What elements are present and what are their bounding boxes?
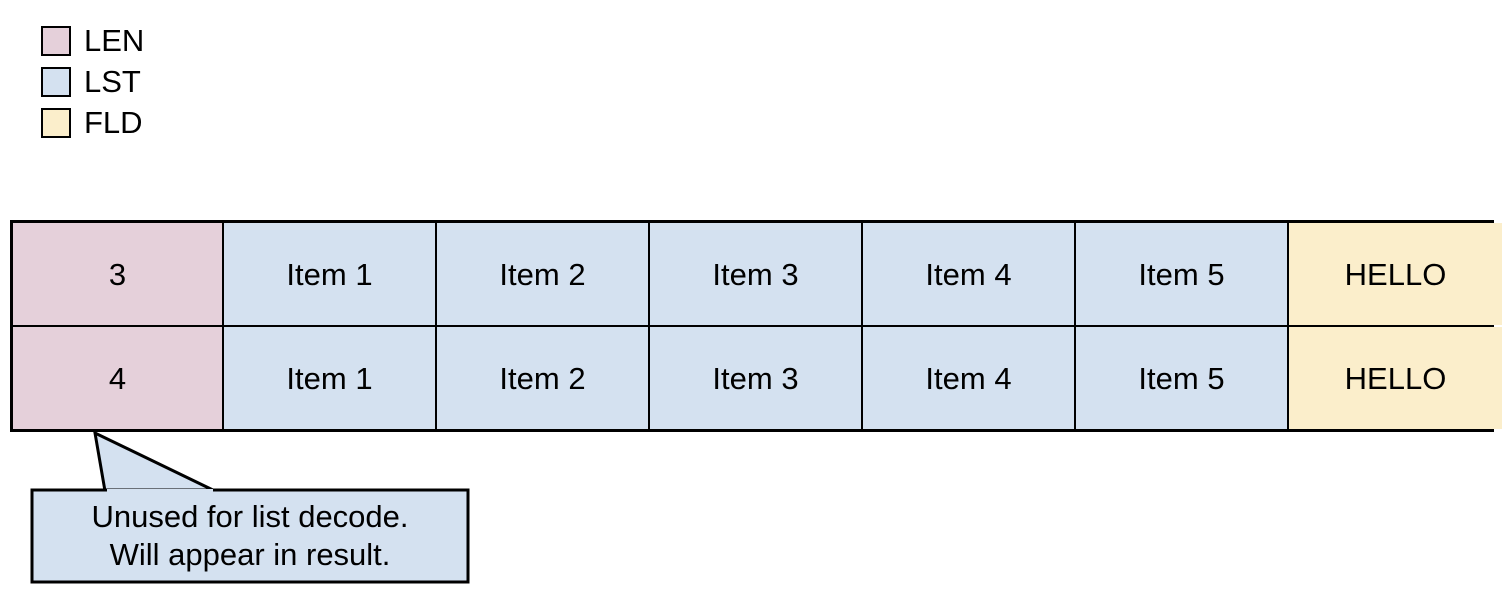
list-cell-row-2-item-1: Item 1 — [224, 327, 437, 429]
len-cell-row-1: 3 — [13, 223, 224, 325]
len-cell-row-2: 4 — [13, 327, 224, 429]
callout-line-1: Unused for list decode. — [91, 499, 409, 534]
field-cell-row-1: HELLO — [1289, 223, 1502, 325]
list-cell-row-1-item-3: Item 3 — [650, 223, 863, 325]
field-cell-row-2: HELLO — [1289, 327, 1502, 429]
list-cell-row-1-item-5: Item 5 — [1076, 223, 1289, 325]
callout-line-2: Will appear in result. — [109, 537, 391, 572]
legend-swatch-fld — [41, 107, 71, 138]
record-table: 3 Item 1 Item 2 Item 3 Item 4 Item 5 HEL… — [10, 220, 1502, 432]
list-cell-row-2-item-3: Item 3 — [650, 327, 863, 429]
legend-label-lst: LST — [84, 64, 141, 99]
legend-swatch-len — [41, 25, 71, 56]
legend-swatch-lst — [41, 66, 71, 97]
list-cell-row-2-item-5: Item 5 — [1076, 327, 1289, 429]
table-row: 4 Item 1 Item 2 Item 3 Item 4 Item 5 HEL… — [13, 327, 1502, 429]
legend-item-fld: FLD — [41, 102, 144, 143]
list-cell-row-1-item-2: Item 2 — [437, 223, 650, 325]
list-cell-row-1-item-1: Item 1 — [224, 223, 437, 325]
table-row: 3 Item 1 Item 2 Item 3 Item 4 Item 5 HEL… — [13, 223, 1502, 327]
legend-item-lst: LST — [41, 61, 144, 102]
list-cell-row-2-item-2: Item 2 — [437, 327, 650, 429]
list-cell-row-1-item-4: Item 4 — [863, 223, 1076, 325]
list-cell-row-2-item-4: Item 4 — [863, 327, 1076, 429]
legend-label-fld: FLD — [84, 105, 143, 140]
legend-label-len: LEN — [84, 23, 145, 58]
callout-text: Unused for list decode. Will appear in r… — [32, 490, 468, 582]
callout-tail — [93, 430, 216, 493]
legend: LEN LST FLD — [41, 20, 144, 143]
legend-item-len: LEN — [41, 20, 144, 61]
